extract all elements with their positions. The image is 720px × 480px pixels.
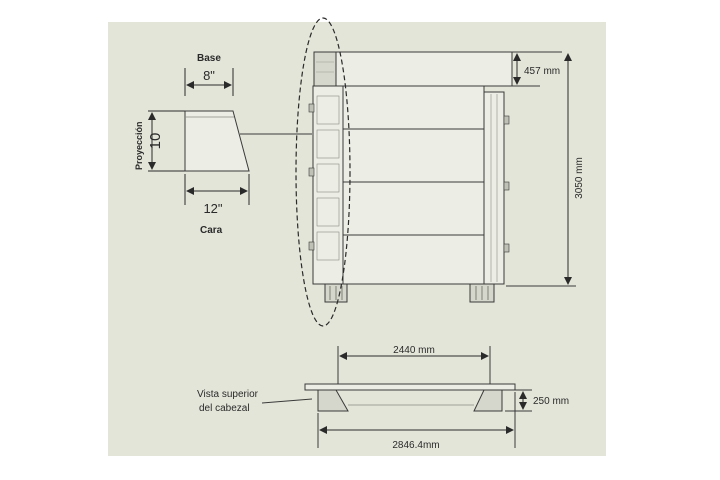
profile-detail: Base 8" Proyección 10 12" Cara: [134, 53, 312, 236]
profile-shape: [184, 110, 250, 172]
header-end-cap: [313, 51, 337, 87]
top-view-caption-line2: del cabezal: [199, 403, 250, 414]
top-view-leader: [261, 398, 313, 404]
total-height-dimension: 3050 mm: [574, 157, 585, 199]
face-dimension: 12": [203, 201, 222, 216]
top-view-left-return: [317, 389, 349, 412]
outer-width-dimension: 2846.4mm: [392, 440, 439, 451]
top-view-caption-line1: Vista superior: [197, 389, 259, 400]
left-post-clips: [308, 103, 315, 251]
projection-label: Proyección: [134, 121, 144, 170]
left-post: [312, 85, 344, 285]
right-post-clips: [503, 115, 510, 253]
face-label: Cara: [200, 225, 223, 236]
front-elevation: 457 mm 3050 mm: [295, 17, 585, 327]
left-post-slats: [316, 95, 340, 261]
detail-highlight-ellipse: [295, 17, 351, 327]
right-post: [483, 91, 505, 285]
header-height-dimension: 457 mm: [524, 66, 560, 77]
header-panel: [313, 51, 513, 87]
top-view-face: [304, 383, 516, 391]
top-view-right-return: [473, 389, 503, 412]
base-label: Base: [197, 53, 221, 64]
door-body: [342, 85, 485, 285]
depth-dimension: 250 mm: [533, 396, 569, 407]
top-view: Vista superior del cabezal 2440 mm 250 m…: [197, 345, 569, 451]
projection-dimension: 10: [147, 133, 164, 150]
base-dimension: 8": [203, 68, 215, 83]
inner-width-dimension: 2440 mm: [393, 345, 435, 356]
